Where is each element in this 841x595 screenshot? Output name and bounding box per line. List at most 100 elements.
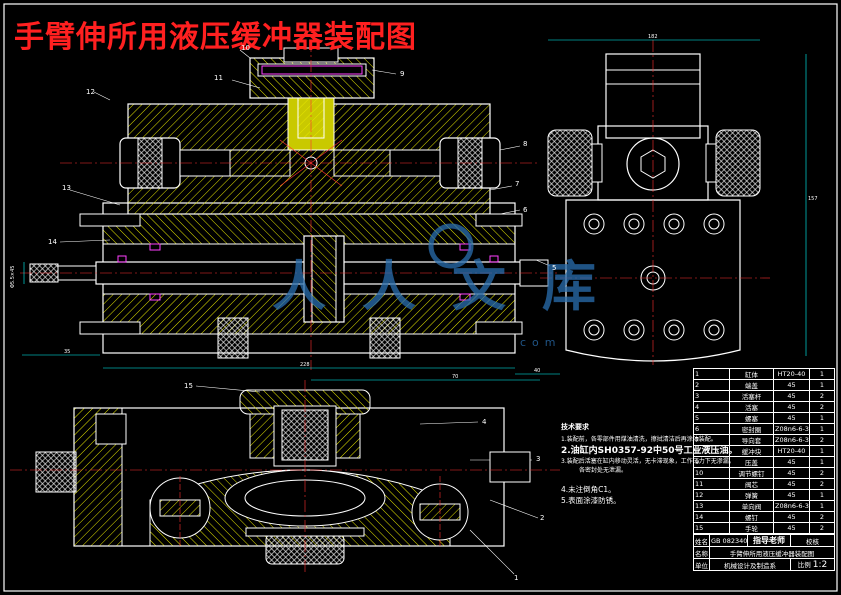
part-label-6: 6 [523,206,528,214]
part-name: 单向阀 [729,500,774,512]
dim-left-b: Φ5.5×45 [10,265,16,288]
side-view [540,39,807,365]
dim-right-height: 157 [808,196,818,202]
part-name: 调节螺钉 [729,467,774,479]
tech-item-3: 3.装配后活塞在缸内移动灵活，无卡滞现象，工作压力下无渗漏。 [561,458,735,465]
part-material: Z08n6-6-3 [773,434,810,446]
drawing-label: 名称 [693,546,710,559]
part-material: 45 [773,522,810,534]
part-label-12: 12 [86,88,95,96]
name-value: GB 0823405 [709,534,748,547]
part-number: 11 [693,478,730,490]
part-name: 密封圈 [729,423,774,435]
title-block: 姓名 GB 0823405 指导老师 校核 名称 手臂伸所用液压缓冲器装配图 单… [693,534,835,571]
part-label-10: 10 [241,44,250,52]
part-number: 13 [693,500,730,512]
tech-item-5: 5.表面涂漆防锈。 [561,496,621,505]
part-name: 阀芯 [729,478,774,490]
part-material: 45 [773,467,810,479]
unit-label: 单位 [693,558,710,571]
part-number: 12 [693,489,730,501]
part-number: 1 [693,368,730,380]
part-qty: 2 [809,511,835,523]
part-material: HT20-40 [773,368,810,380]
part-label-8: 8 [523,140,528,148]
dim-seg-b: 40 [534,368,541,374]
part-name: 弹簧 [729,489,774,501]
scale-label: 比例 [797,561,811,569]
part-name: 压盖 [729,456,774,468]
part-name: 缓冲块 [729,445,774,457]
part-qty: 1 [809,500,835,512]
name-label: 姓名 [693,534,710,547]
part-material: 45 [773,456,810,468]
part-material: 45 [773,379,810,391]
part-qty: 1 [809,456,835,468]
part-label-2: 2 [540,514,545,522]
tech-item-1: 1.装配前，各零部件用煤油清洗，擦拭清洁后再涂油装配。 [561,436,717,443]
part-number: 5 [693,412,730,424]
part-material: 45 [773,401,810,413]
dim-top-width: 182 [648,34,658,40]
part-label-1: 1 [514,574,519,582]
part-qty: 2 [809,467,835,479]
part-name: 活塞杆 [729,390,774,402]
part-label-13: 13 [62,184,71,192]
technical-requirements: 技术要求 1.装配前，各零部件用煤油清洗，擦拭清洁后再涂油装配。 2.油缸内SH… [561,422,738,506]
part-number: 3 [693,390,730,402]
part-label-3: 3 [536,455,541,463]
part-qty: 1 [809,423,835,435]
bottom-section-view [10,380,560,575]
tech-item-4: 4.未注倒角C1。 [561,485,616,494]
part-qty: 2 [809,478,835,490]
part-qty: 2 [809,401,835,413]
main-section-view [20,40,560,381]
part-material: 45 [773,478,810,490]
watermark-brand: 人人文库 [272,255,632,318]
part-name: 螺钉 [729,511,774,523]
part-number: 2 [693,379,730,391]
part-number: 14 [693,511,730,523]
part-material: Z08n6-6-3 [773,500,810,512]
part-qty: 1 [809,412,835,424]
part-number: 6 [693,423,730,435]
part-material: Z08n6-6-3 [773,423,810,435]
drawing-title: 手臂伸所用液压缓冲器装配图 [14,20,417,55]
part-qty: 2 [809,434,835,446]
part-material: HT20-40 [773,445,810,457]
tech-item-3b: 各密封处无泄漏。 [579,467,628,474]
part-label-4: 4 [482,418,487,426]
tech-heading: 技术要求 [561,423,589,431]
advisor-label: 指导老师 [747,534,791,547]
part-name: 螺塞 [729,412,774,424]
part-label-5: 5 [552,264,557,272]
dim-main-length: 228 [300,362,310,368]
scale-cell: 比例 1:2 [790,558,835,571]
drawing-name: 手臂伸所用液压缓冲器装配图 [709,546,835,559]
part-number: 4 [693,401,730,413]
sheet-border [3,3,838,592]
dim-left-a: 35 [64,349,71,355]
part-qty: 1 [809,489,835,501]
part-name: 缸体 [729,368,774,380]
part-qty: 1 [809,445,835,457]
part-number: 7 [693,434,730,446]
watermark: 人人文库 com [272,223,632,349]
